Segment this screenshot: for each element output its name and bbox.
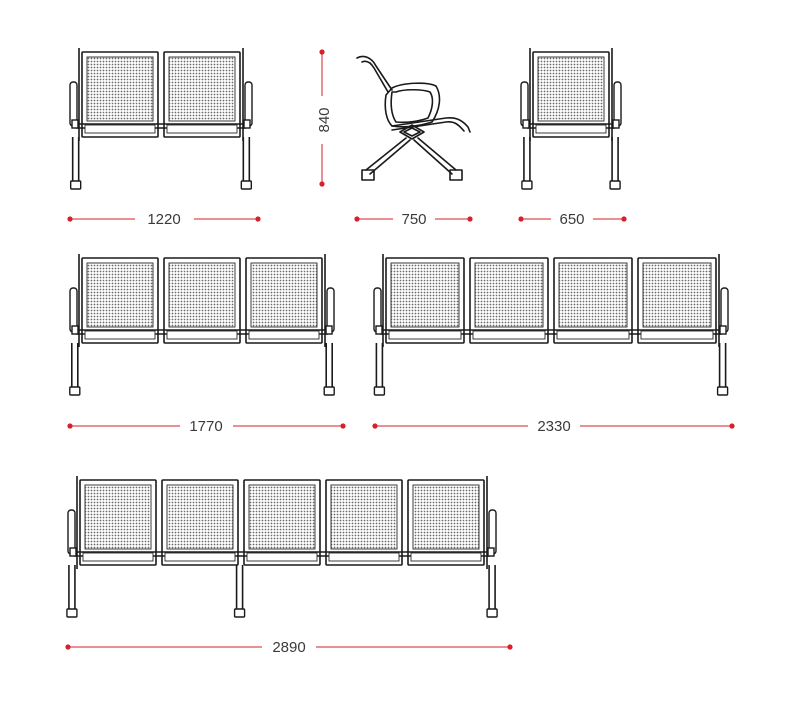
dimension-label-1-seat: 650 [559, 211, 584, 228]
dimension-line-2-seat [67, 216, 261, 222]
bench-5-seat-seat-panel [325, 479, 403, 566]
bench-4-seat-leg-foot [373, 386, 386, 396]
bench-4-seat [373, 254, 729, 396]
bench-5-seat-leg-foot [233, 608, 246, 618]
bench-3-seat-leg-foot [323, 386, 335, 396]
dimension-label-2-seat: 1220 [147, 211, 180, 228]
bench-2-seat-seat-panel [81, 51, 159, 138]
bench-5-seat-seat-panel [407, 479, 485, 566]
bench-4-seat-seat-panel [385, 257, 465, 344]
dimension-label-4-seat: 2330 [537, 418, 570, 435]
dimension-label-depth: 750 [401, 211, 426, 228]
dimension-line-depth [354, 216, 473, 222]
bench-2-seat-leg-foot [69, 180, 82, 190]
bench-3-seat-seat-panel [163, 257, 241, 344]
bench-2-seat [69, 48, 253, 190]
chair-1-seat [520, 48, 622, 190]
dimension-line-3-seat [67, 423, 346, 429]
chair-1-seat-leg-foot [609, 180, 621, 190]
bench-4-seat-seat-panel [469, 257, 549, 344]
bench-3-seat-seat-panel [81, 257, 159, 344]
dimension-label-5-seat: 2890 [272, 639, 305, 656]
bench-5-seat-seat-panel [161, 479, 239, 566]
bench-3-seat-seat-panel [245, 257, 323, 344]
bench-3-seat [69, 254, 335, 396]
dimension-line-1-seat [518, 216, 627, 222]
bench-2-seat-leg-foot [240, 180, 253, 190]
bench-5-seat-leg-foot [486, 608, 498, 618]
dimension-label-height: 840 [316, 107, 333, 132]
chair-1-seat-leg-foot [521, 180, 533, 190]
bench-5-seat-seat-panel [79, 479, 157, 566]
bench-3-seat-leg-foot [69, 386, 81, 396]
bench-2-seat-seat-panel [163, 51, 241, 138]
dimension-line-4-seat [372, 423, 735, 429]
bench-4-seat-seat-panel [637, 257, 717, 344]
bench-4-seat-seat-panel [553, 257, 633, 344]
dimension-line-height [319, 49, 325, 187]
bench-5-seat [66, 476, 498, 618]
dimension-label-3-seat: 1770 [189, 418, 222, 435]
side-view-chair [356, 55, 471, 181]
chair-1-seat-seat-panel [532, 51, 610, 138]
bench-4-seat-leg-foot [716, 386, 729, 396]
bench-5-seat-seat-panel [243, 479, 321, 566]
bench-5-seat-leg-foot [66, 608, 78, 618]
dimension-line-5-seat [65, 644, 513, 650]
